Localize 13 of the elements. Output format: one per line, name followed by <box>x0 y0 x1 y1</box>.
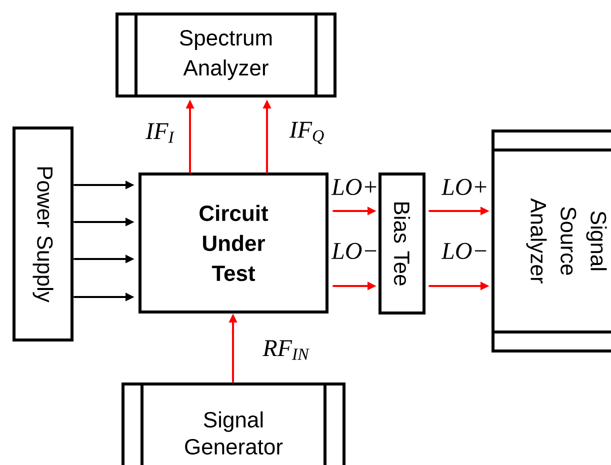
edge-label: RF$_{IN}$ <box>262 340 310 360</box>
edge-label: LO+ <box>331 178 376 196</box>
edge-label: IF$_{Q}$ <box>289 122 324 144</box>
instrument-box: Signal Source Analyzer <box>492 130 611 352</box>
process-box: Circuit Under Test <box>138 172 328 314</box>
instrument-box: Power Supply <box>12 126 74 342</box>
process-box: Bias Tee <box>378 172 426 314</box>
edge-label: LO+ <box>441 178 486 196</box>
instrument-box: Signal Generator <box>122 382 346 465</box>
instrument-box: Spectrum Analyzer <box>116 12 336 98</box>
edge-label: IF$_{I}$ <box>146 123 175 143</box>
edge-label: LO− <box>441 242 486 260</box>
edge-label: LO− <box>331 242 376 260</box>
